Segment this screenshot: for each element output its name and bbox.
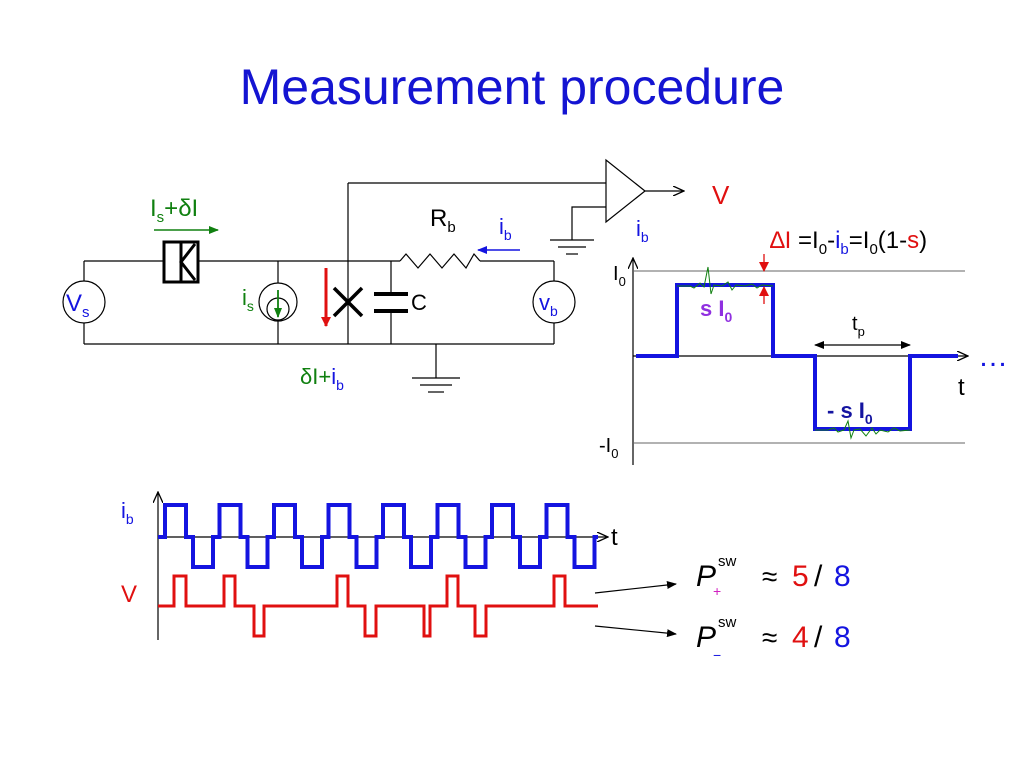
svg-text:sw: sw xyxy=(718,553,737,570)
waveform-y-label: ib xyxy=(636,216,649,245)
switching-probability-plus: P sw + ≈ 5 / 8 xyxy=(696,553,851,599)
junction-diode xyxy=(179,243,197,281)
timeline-plot xyxy=(158,492,608,640)
waveform-plot xyxy=(633,254,968,465)
i0-tick-label: I0 xyxy=(613,263,626,289)
bias-pulse-trace xyxy=(636,283,958,431)
svg-text:≈: ≈ xyxy=(762,622,777,653)
amplifier-triangle xyxy=(605,158,646,224)
svg-text:P: P xyxy=(696,621,716,654)
amp-output-label: V xyxy=(712,180,730,210)
svg-text:≈: ≈ xyxy=(762,561,777,592)
timeline-ib-label: ib xyxy=(121,498,134,527)
svg-text:+: + xyxy=(713,583,721,599)
svg-text:−: − xyxy=(713,647,721,663)
resistor-label: Rb xyxy=(430,205,456,236)
svg-text:/: / xyxy=(814,560,823,593)
junction-current-label: Is+δI xyxy=(150,195,198,226)
svg-text:sw: sw xyxy=(718,614,737,631)
pos-level-label: s I0 xyxy=(700,296,732,325)
svg-text:/: / xyxy=(814,621,823,654)
svg-text:5: 5 xyxy=(792,560,809,593)
ib-current-label: ib xyxy=(499,214,512,243)
svg-text:4: 4 xyxy=(792,621,809,654)
vb-label: vb xyxy=(539,290,558,319)
noise-trace-bottom xyxy=(815,419,911,440)
vb-source xyxy=(532,280,576,324)
resistor-rb xyxy=(399,252,481,270)
circuit xyxy=(62,158,684,393)
result-arrow-minus xyxy=(594,625,677,638)
neg-level-label: - s I0 xyxy=(827,398,873,427)
svg-text:8: 8 xyxy=(834,560,851,593)
amp-ground-wire xyxy=(571,206,606,240)
vs-source xyxy=(62,280,106,324)
delta-i-formula: ∆I =I0-ib=I0(1-s) xyxy=(770,227,927,258)
continuation-ellipsis: … xyxy=(978,340,1008,373)
svg-text:8: 8 xyxy=(834,621,851,654)
result-arrow-plus xyxy=(594,581,677,594)
x-junction-b xyxy=(332,286,364,318)
slide-title: Measurement procedure xyxy=(239,59,785,115)
vs-label: Vs xyxy=(66,290,90,321)
neg-i0-tick-label: -I0 xyxy=(599,435,618,461)
waveform-t-label: t xyxy=(958,374,965,401)
switching-probability-minus: P sw − ≈ 4 / 8 xyxy=(696,614,851,663)
is-label: is xyxy=(242,285,254,314)
noise-trace-top xyxy=(677,266,774,295)
v-response-trace xyxy=(158,574,598,638)
sum-current-label: δI+ib xyxy=(300,364,344,393)
is-source-outer xyxy=(258,282,298,322)
timeline-v-label: V xyxy=(121,581,137,608)
tp-label: tp xyxy=(852,313,865,339)
timeline-t-label: t xyxy=(611,524,618,551)
svg-text:P: P xyxy=(696,560,716,593)
ib-pulse-train xyxy=(158,503,598,569)
capacitor-label: C xyxy=(411,290,427,315)
